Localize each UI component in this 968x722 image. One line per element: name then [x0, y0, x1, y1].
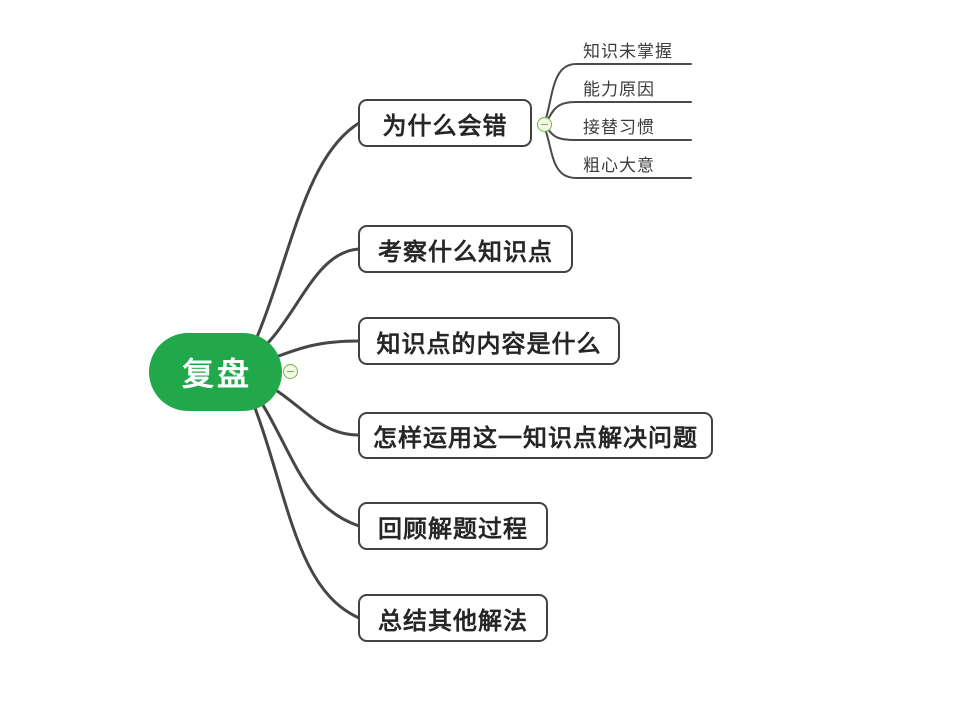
- collapse-button-why-wrong[interactable]: [537, 117, 552, 132]
- collapse-button-root[interactable]: [283, 364, 298, 379]
- root-node-label: 复盘: [181, 356, 252, 392]
- topic-node-point-content[interactable]: 知识点的内容是什么: [358, 317, 620, 365]
- topic-label: 怎样运用这一知识点解决问题: [373, 425, 698, 452]
- topic-node-why-wrong[interactable]: 为什么会错: [358, 99, 532, 147]
- subtopic-connector-1: [543, 63, 692, 126]
- subtopic-connector-4: [543, 124, 692, 179]
- topic-node-review-process[interactable]: 回顾解题过程: [358, 502, 548, 550]
- topic-label: 回顾解题过程: [378, 515, 528, 543]
- topic-label: 知识点的内容是什么: [376, 330, 602, 358]
- branch-connector-why: [244, 121, 361, 364]
- subtopic-node-ability-reason[interactable]: 能力原因: [583, 80, 655, 100]
- minus-icon: [541, 123, 548, 126]
- subtopic-label: 粗心大意: [583, 156, 655, 175]
- topic-node-apply-point[interactable]: 怎样运用这一知识点解决问题: [358, 412, 713, 459]
- topic-label: 考察什么知识点: [378, 238, 553, 266]
- topic-label: 总结其他解法: [378, 607, 528, 635]
- subtopic-node-carelessness[interactable]: 粗心大意: [583, 156, 655, 176]
- topic-label: 为什么会错: [382, 112, 508, 140]
- subtopic-node-habit[interactable]: 接替习惯: [583, 118, 655, 138]
- subtopic-label: 接替习惯: [583, 118, 655, 137]
- subtopic-connectors: [543, 63, 692, 179]
- topic-node-other-solutions[interactable]: 总结其他解法: [358, 594, 548, 642]
- subtopic-label: 知识未掌握: [583, 42, 673, 61]
- minus-icon: [287, 370, 294, 373]
- subtopic-label: 能力原因: [583, 80, 655, 99]
- root-node[interactable]: 复盘: [149, 333, 282, 411]
- branch-connector-summarize: [244, 383, 361, 620]
- topic-node-examined-points[interactable]: 考察什么知识点: [358, 225, 573, 273]
- subtopic-node-knowledge-not-mastered[interactable]: 知识未掌握: [583, 42, 673, 62]
